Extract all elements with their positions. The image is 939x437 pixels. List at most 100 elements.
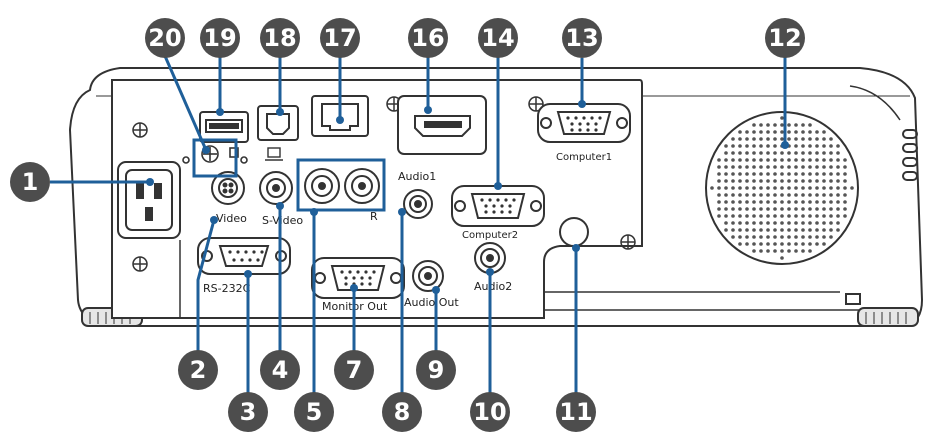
grille-hole [745,186,749,190]
leader-dots [146,100,789,294]
grille-hole [710,186,714,190]
grille-hole [752,123,756,127]
grille-hole [801,186,805,190]
grille-hole [829,228,833,232]
grille-hole [731,214,735,218]
grille-hole [787,207,791,211]
grille-hole [815,172,819,176]
grille-hole [745,207,749,211]
computer2-port [451,185,545,227]
grille-hole [724,144,728,148]
grille-hole [836,186,840,190]
grille-hole [780,186,784,190]
callout-2: 2 [178,350,218,390]
grille-hole [794,151,798,155]
grille-hole [752,165,756,169]
audio-l-port [304,168,340,204]
grille-hole [745,144,749,148]
grille-hole [766,172,770,176]
grille-hole [801,193,805,197]
grille-hole [738,130,742,134]
video-port [259,171,293,205]
grille-hole [794,179,798,183]
grille-hole [773,193,777,197]
label-s-video: S-Video [262,214,303,227]
callout-4: 4 [260,350,300,390]
service-ports-highlight [192,138,238,178]
grille-hole [787,221,791,225]
label-r: R [370,210,378,223]
grille-hole [787,200,791,204]
grille-hole [829,137,833,141]
grille-hole [780,249,784,253]
grille-hole [745,151,749,155]
grille-hole [801,221,805,225]
grille-hole [731,186,735,190]
grille-hole [829,144,833,148]
grille-hole [794,144,798,148]
grille-hole [815,207,819,211]
grille-hole [773,186,777,190]
grille-hole [836,151,840,155]
grille-hole [787,214,791,218]
grille-hole [738,200,742,204]
grille-hole [829,207,833,211]
grille-hole [717,214,721,218]
grille-hole [745,193,749,197]
grille-hole [836,158,840,162]
grille-hole [766,242,770,246]
label-computer2: Computer2 [462,230,518,241]
grille-hole [801,235,805,239]
grille-hole [843,158,847,162]
grille-hole [822,144,826,148]
callout-11-label: 11 [559,398,592,426]
grille-hole [808,137,812,141]
grille-hole [745,214,749,218]
grille-hole [780,116,784,120]
grille-hole [752,214,756,218]
grille-hole [773,130,777,134]
grille-hole [738,172,742,176]
grille-hole [745,228,749,232]
grille-hole [766,221,770,225]
grille-hole [815,186,819,190]
grille-hole [808,221,812,225]
grille-hole [822,200,826,204]
grille-hole [787,151,791,155]
grille-hole [745,200,749,204]
grille-hole [745,221,749,225]
grille-hole [759,242,763,246]
grille-hole [843,207,847,211]
remote-receiver [559,217,589,247]
grille-hole [794,207,798,211]
usb-a-port [199,111,249,143]
grille-hole [724,151,728,155]
callouts: 1 2 3 4 5 7 8 9 10 11 12 13 14 16 17 18 … [10,18,805,432]
grille-hole [759,144,763,148]
grille-hole [794,123,798,127]
callout-9: 9 [416,350,456,390]
grille-hole [717,200,721,204]
grille-hole [822,235,826,239]
grille-hole [759,193,763,197]
label-rs232c: RS-232C [203,282,251,295]
security-lock [182,145,248,164]
grille-hole [738,242,742,246]
grille-hole [780,214,784,218]
grille-hole [724,165,728,169]
grille-hole [843,200,847,204]
screw-top-left [132,122,148,138]
grille-hole [794,228,798,232]
grille-hole [780,151,784,155]
grille-hole [836,214,840,218]
grille-hole [808,242,812,246]
grille-hole [794,165,798,169]
callout-19-label: 19 [203,24,236,52]
callout-2-label: 2 [190,356,207,384]
grille-hole [836,221,840,225]
grille-hole [759,158,763,162]
grille-hole [829,214,833,218]
grille-hole [717,165,721,169]
grille-hole [794,172,798,176]
